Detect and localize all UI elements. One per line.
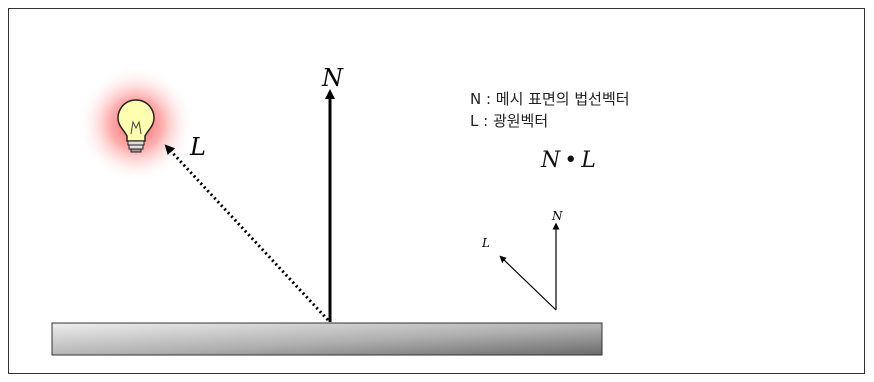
- legend-normal-line: N : 메시 표면의 법선벡터: [470, 90, 630, 108]
- light-vector-arrow: [164, 144, 330, 322]
- legend-light-line: L : 광원벡터: [470, 112, 549, 130]
- normal-label: N: [321, 64, 344, 92]
- light-bulb-icon: [117, 99, 155, 153]
- small-light-label: L: [481, 236, 490, 250]
- light-source: [78, 66, 194, 182]
- small-normal-label: N: [551, 209, 563, 223]
- formula-operator: •: [564, 148, 578, 173]
- vector-legend: N : 메시 표면의 법선벡터 L : 광원벡터: [470, 88, 630, 132]
- mesh-surface: [51, 322, 603, 356]
- formula-left: N: [541, 148, 561, 173]
- dot-product-formula: N•L: [541, 148, 596, 173]
- small-vector-diagram: [499, 222, 560, 311]
- formula-right: L: [581, 148, 596, 173]
- small-light-arrow: [499, 255, 557, 311]
- light-label: L: [189, 133, 206, 161]
